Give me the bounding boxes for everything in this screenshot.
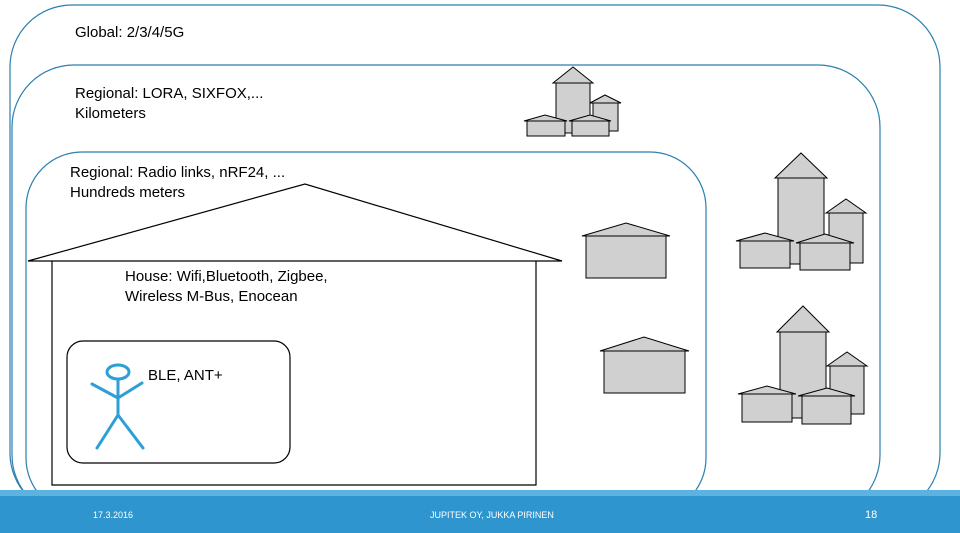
regional-radio-line1: Regional: Radio links, nRF24, ... <box>70 164 286 181</box>
building-icon <box>737 305 869 425</box>
regional-lora-line2: Kilometers <box>75 105 146 122</box>
regional-lora-label: Regional: LORA, SIXFOX,... Kilometers <box>75 84 263 124</box>
regional-radio-line2: Hundreds meters <box>70 184 186 201</box>
zone-personal <box>66 340 291 464</box>
building-icon <box>735 152 868 271</box>
personal-label: BLE, ANT+ <box>148 366 223 386</box>
footer-author: JUPITEK OY, JUKKA PIRINEN <box>430 510 554 520</box>
footer-accent-strip <box>0 490 960 496</box>
footer-date: 17.3.2016 <box>93 510 134 520</box>
house-label: House: Wifi,Bluetooth, Zigbee, Wireless … <box>125 267 328 307</box>
house-line2: Wireless M-Bus, Enocean <box>125 288 298 305</box>
building-icon <box>523 66 622 137</box>
building-icon <box>581 222 671 279</box>
personal-line1: BLE, ANT+ <box>148 367 223 384</box>
person-icon <box>90 363 145 450</box>
footer-bar <box>0 490 960 533</box>
house-line1: House: Wifi,Bluetooth, Zigbee, <box>125 268 328 285</box>
house-outline-icon <box>27 183 563 486</box>
regional-radio-label: Regional: Radio links, nRF24, ... Hundre… <box>70 163 285 203</box>
regional-lora-line1: Regional: LORA, SIXFOX,... <box>75 85 264 102</box>
global-zone-line1: Global: 2/3/4/5G <box>75 24 185 41</box>
page-number: 18 <box>865 509 878 521</box>
global-zone-label: Global: 2/3/4/5G <box>75 23 184 43</box>
building-icon <box>599 336 690 394</box>
